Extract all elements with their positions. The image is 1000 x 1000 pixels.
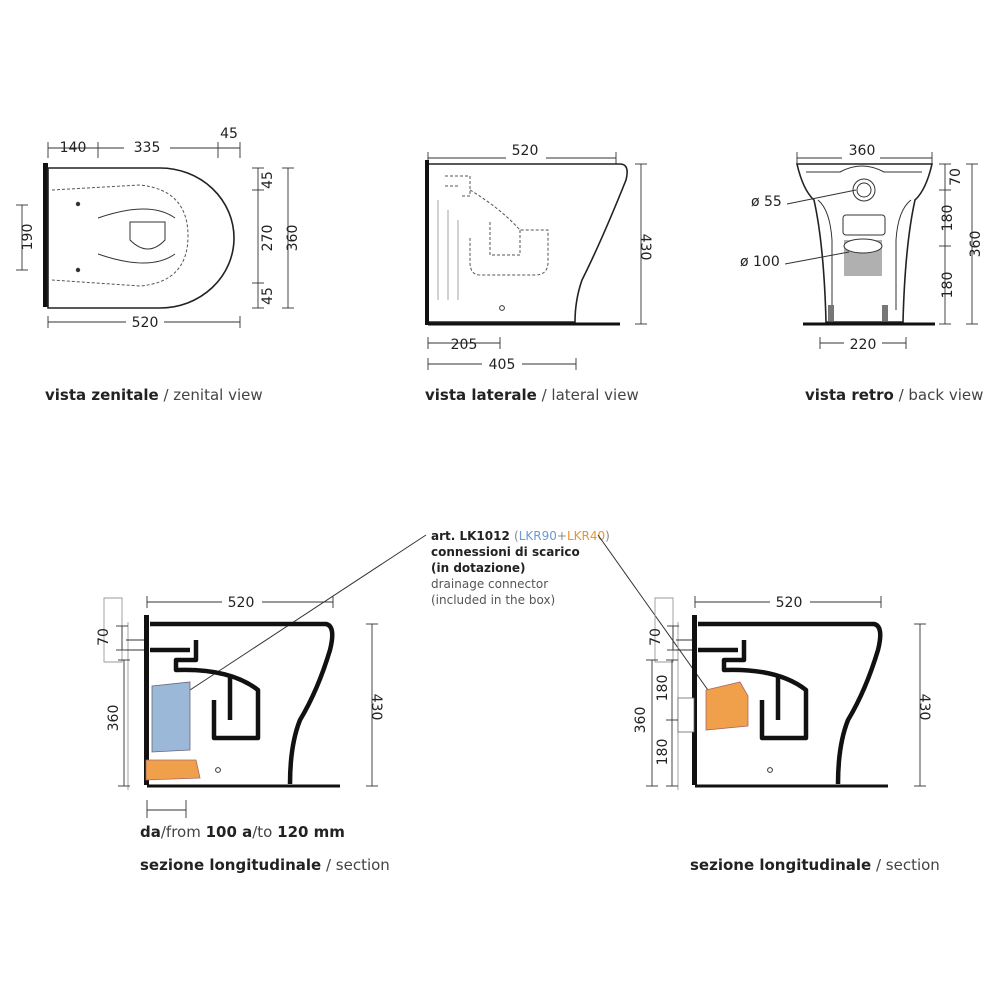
dim-section-right-70: 70 xyxy=(648,628,664,646)
caption-lateral-view: vista laterale / lateral view xyxy=(425,386,639,404)
dim-back-360-height: 360 xyxy=(968,231,984,258)
connector-note: art. LK1012 (LKR90+LKR40) connessioni di… xyxy=(189,529,716,701)
note-line-italian-1: connessioni di scarico xyxy=(431,545,580,559)
section-right: 520 70 180 180 360 430 sezione longitudi… xyxy=(633,592,940,874)
dim-section-left-430: 430 xyxy=(368,694,384,721)
dim-lateral-405: 405 xyxy=(489,357,516,373)
dim-zenital-335: 335 xyxy=(134,140,161,156)
dim-section-right-520: 520 xyxy=(776,595,803,611)
caption-back-view: vista retro / back view xyxy=(805,386,983,404)
dim-back-360: 360 xyxy=(849,143,876,159)
dim-section-left-520: 520 xyxy=(228,595,255,611)
dim-back-220: 220 xyxy=(850,337,877,353)
zenital-view: 140 335 45 190 45 270 45 360 xyxy=(16,126,301,404)
label-back-diameter-100: ø 100 xyxy=(740,254,780,270)
caption-section-right: sezione longitudinale / section xyxy=(690,856,940,874)
dim-zenital-270: 270 xyxy=(260,225,276,252)
note-line-english-2: (included in the box) xyxy=(431,593,555,607)
dim-zenital-190: 190 xyxy=(20,224,36,251)
note-article: art. LK1012 (LKR90+LKR40) xyxy=(431,529,610,543)
dim-zenital-360: 360 xyxy=(285,225,301,252)
dim-zenital-520: 520 xyxy=(132,315,159,331)
dim-back-180-bottom: 180 xyxy=(940,272,956,299)
dim-lateral-520: 520 xyxy=(512,143,539,159)
label-back-diameter-55: ø 55 xyxy=(751,194,782,210)
dim-lateral-205: 205 xyxy=(451,337,478,353)
dim-section-right-180-top: 180 xyxy=(655,675,671,702)
note-line-italian-2: (in dotazione) xyxy=(431,561,526,575)
caption-zenital-view: vista zenitale / zenital view xyxy=(45,386,263,404)
dim-section-left-70: 70 xyxy=(96,628,112,646)
dim-lateral-430: 430 xyxy=(637,234,653,261)
lateral-view: 520 430 205 405 vista laterale / lateral… xyxy=(425,142,653,404)
dim-section-right-180-bottom: 180 xyxy=(655,739,671,766)
back-view: 360 ø 55 ø 100 70 180 180 360 220 vist xyxy=(740,141,984,404)
note-line-english-1: drainage connector xyxy=(431,577,548,591)
dim-zenital-45-top: 45 xyxy=(260,171,276,189)
dim-back-180-top: 180 xyxy=(940,205,956,232)
dim-section-right-360: 360 xyxy=(633,707,649,734)
note-range-100-120: da/from 100 a/to 120 mm xyxy=(140,823,345,841)
dim-zenital-45-bottom: 45 xyxy=(260,287,276,305)
dim-section-right-430: 430 xyxy=(916,694,932,721)
dim-zenital-140: 140 xyxy=(60,140,87,156)
dim-back-70: 70 xyxy=(948,168,964,186)
section-left: 520 70 360 430 da/from 100 a/to 120 mm s… xyxy=(96,592,390,874)
caption-section-left: sezione longitudinale / section xyxy=(140,856,390,874)
dim-section-left-360: 360 xyxy=(106,705,122,732)
dim-zenital-45: 45 xyxy=(220,126,238,142)
